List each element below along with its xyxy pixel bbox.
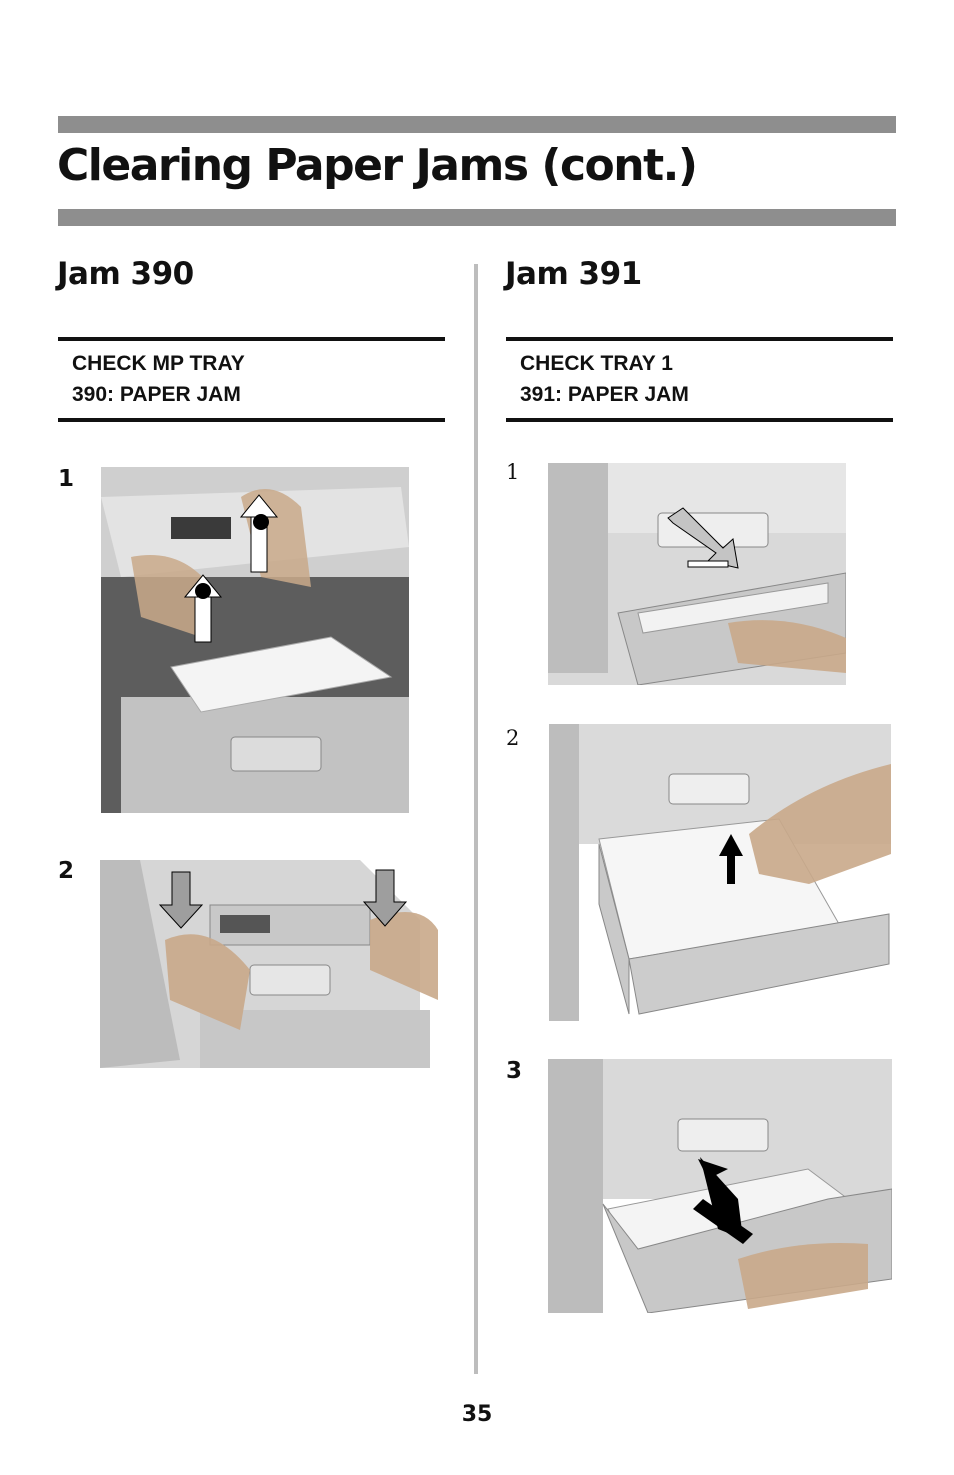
message-bottom-rule <box>58 418 445 422</box>
page-title: Clearing Paper Jams (cont.) <box>57 140 698 191</box>
column-divider <box>474 264 478 1374</box>
message-line-1: CHECK TRAY 1 <box>520 352 673 375</box>
jam-391-message: CHECK TRAY 1 391: PAPER JAM <box>520 348 689 410</box>
message-line-1: CHECK MP TRAY <box>72 352 245 375</box>
pull-tray-photo <box>548 463 846 685</box>
printer-top-open-photo <box>101 467 409 813</box>
step-number: 2 <box>506 726 520 750</box>
message-top-rule <box>58 337 445 341</box>
step-number: 1 <box>506 460 520 484</box>
jam-390-heading: Jam 390 <box>57 256 194 292</box>
step-number: 2 <box>58 858 75 884</box>
message-line-2: 391: PAPER JAM <box>520 383 689 406</box>
title-top-bar <box>58 116 896 133</box>
push-tray-photo <box>548 1059 892 1313</box>
jam-390-message: CHECK MP TRAY 390: PAPER JAM <box>72 348 245 410</box>
message-line-2: 390: PAPER JAM <box>72 383 241 406</box>
step-number: 1 <box>58 466 75 492</box>
page-number: 35 <box>461 1402 493 1427</box>
message-top-rule <box>506 337 893 341</box>
step-number: 3 <box>506 1058 523 1084</box>
press-cover-photo <box>100 860 438 1068</box>
message-bottom-rule <box>506 418 893 422</box>
title-bottom-bar <box>58 209 896 226</box>
jam-391-heading: Jam 391 <box>505 256 642 292</box>
remove-paper-photo <box>549 724 891 1021</box>
